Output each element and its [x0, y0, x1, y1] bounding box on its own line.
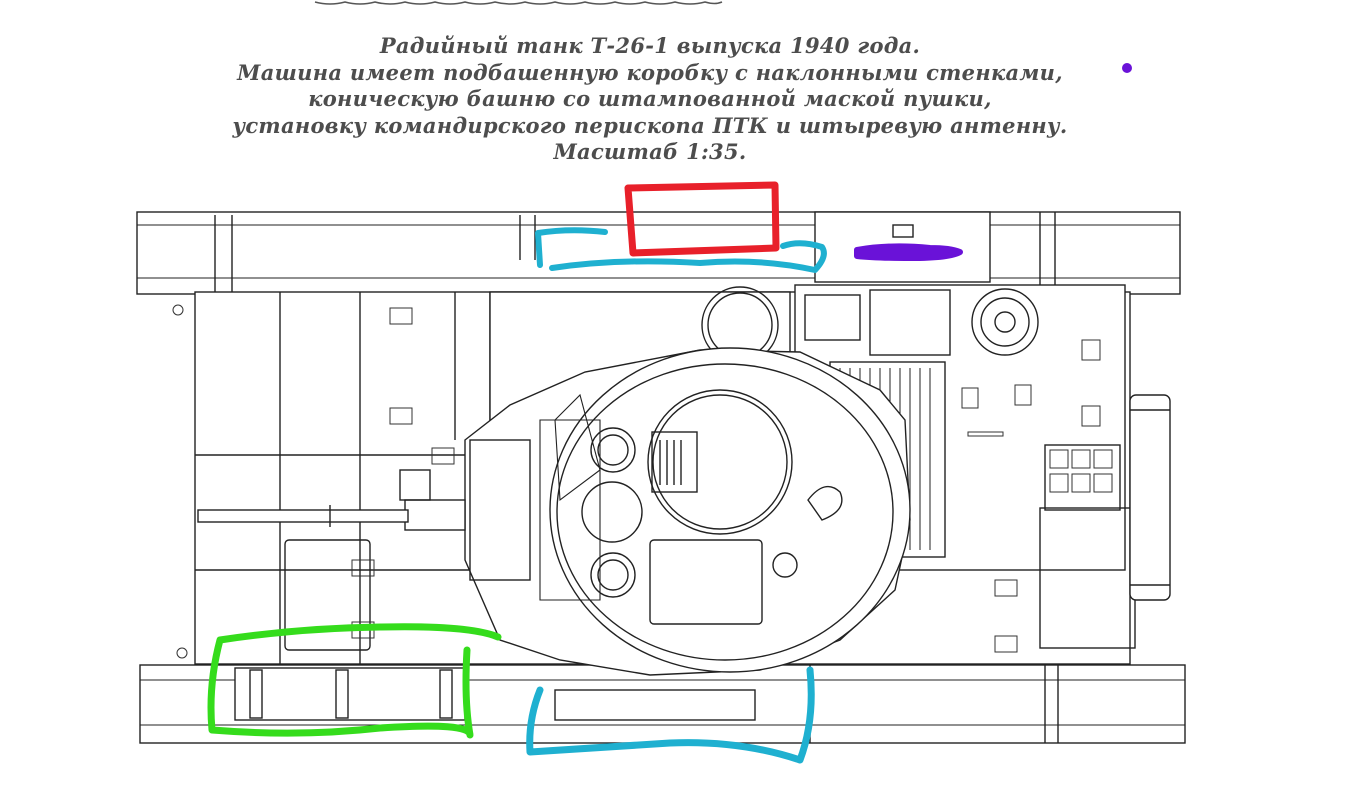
- periscope-port-bottom: [590, 552, 636, 598]
- cyan-highlight-mark-top: [535, 227, 827, 273]
- caption-line-2: Машина имеет подбашенную коробку с накло…: [237, 59, 1063, 85]
- loader-hatch: [649, 539, 763, 625]
- tank-hull: [136, 211, 1186, 744]
- hull-fittings: [172, 304, 1113, 659]
- gun-mantlet: [469, 439, 531, 581]
- red-highlight-mark: [624, 181, 780, 257]
- purple-highlight-mark: [854, 243, 963, 261]
- gun-barrel: [197, 509, 409, 523]
- fan-hub: [971, 288, 1039, 356]
- caption-line-4: установку командирского перископа ПТК и …: [232, 112, 1068, 138]
- caption-line-3: коническую башню со штампованной маской …: [308, 86, 992, 111]
- green-highlight-mark: [207, 623, 502, 739]
- caption-line-5: Масштаб 1:35.: [553, 139, 747, 164]
- drawing-caption: Радийный танк Т-26-1 выпуска 1940 года. …: [150, 33, 1150, 166]
- exhaust-muffler: [1129, 394, 1171, 601]
- toolbox-bottom-left: [234, 667, 466, 721]
- caption-line-1: Радийный танк Т-26-1 выпуска 1940 года.: [379, 33, 921, 58]
- vision-port-middle: [581, 481, 643, 543]
- purple-dot-mark: [1122, 63, 1132, 73]
- commander-hatch: [647, 389, 793, 535]
- cyan-highlight-mark-bottom: [526, 666, 815, 764]
- top-edge-remnant: [314, 1, 723, 5]
- periscope-port-top: [590, 427, 636, 473]
